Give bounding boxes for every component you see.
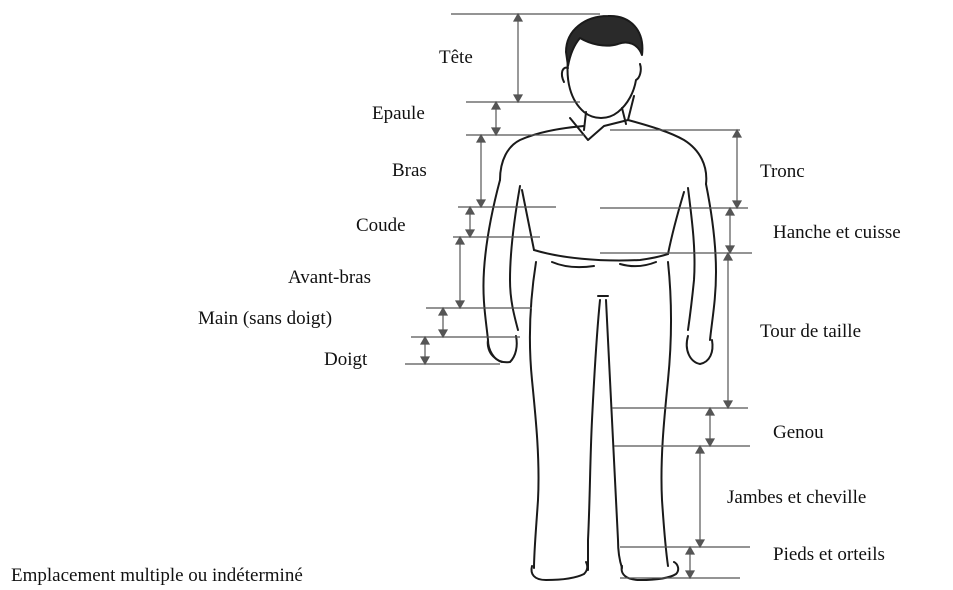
label-pieds: Pieds et orteils: [773, 545, 885, 564]
label-avant-bras: Avant-bras: [288, 268, 371, 287]
label-bras: Bras: [392, 161, 427, 180]
label-coude: Coude: [356, 216, 406, 235]
label-tronc: Tronc: [760, 162, 805, 181]
label-main: Main (sans doigt): [198, 309, 332, 328]
label-doigt: Doigt: [324, 350, 367, 369]
label-hanche: Hanche et cuisse: [773, 223, 901, 242]
footer-note: Emplacement multiple ou indéterminé: [11, 566, 303, 585]
label-epaule: Epaule: [372, 104, 425, 123]
label-jambes: Jambes et cheville: [727, 488, 866, 507]
label-tete: Tête: [439, 48, 473, 67]
label-genou: Genou: [773, 423, 824, 442]
label-taille: Tour de taille: [760, 322, 861, 341]
